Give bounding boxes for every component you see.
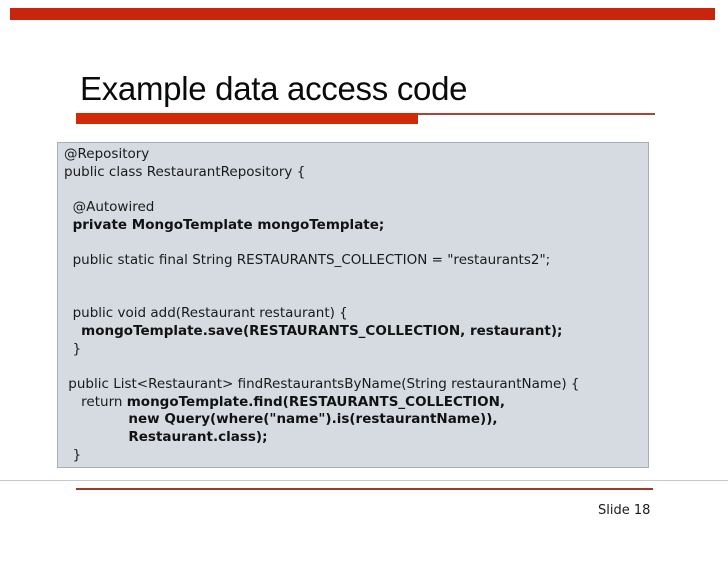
slide-number: Slide 18: [598, 503, 651, 518]
footer-divider-gray: [0, 480, 728, 481]
code-segment: [64, 429, 128, 445]
code-line: public class RestaurantRepository {: [64, 164, 644, 182]
code-segment-bold: new Query(where("name").is(restaurantNam…: [128, 411, 498, 428]
code-segment: return: [64, 393, 127, 410]
code-segment: [64, 411, 128, 427]
code-segment: public class RestaurantRepository {: [64, 163, 306, 180]
code-line: new Query(where("name").is(restaurantNam…: [64, 411, 644, 429]
code-line: @Autowired: [64, 199, 644, 217]
code-segment: [64, 217, 73, 233]
code-line: [64, 270, 644, 288]
code-segment: [64, 323, 81, 339]
code-segment-bold: private MongoTemplate mongoTemplate;: [72, 216, 385, 233]
code-line: [64, 358, 644, 376]
code-segment: public List<Restaurant> findRestaurantsB…: [64, 375, 580, 392]
code-line: @Repository: [64, 146, 644, 164]
code-line: [64, 181, 644, 199]
code-segment: @Autowired: [64, 199, 155, 216]
code-line: Restaurant.class);: [64, 429, 644, 447]
code-segment: @Repository: [64, 146, 150, 162]
code-line: public static final String RESTAURANTS_C…: [64, 252, 644, 270]
code-line: mongoTemplate.save(RESTAURANTS_COLLECTIO…: [64, 323, 644, 341]
code-segment-bold: Restaurant.class);: [128, 429, 268, 445]
code-segment: public void add(Restaurant restaurant) {: [64, 305, 348, 322]
code-line: [64, 234, 644, 252]
footer-divider-red: [76, 488, 653, 490]
code-line: }: [64, 341, 644, 359]
code-segment-bold: mongoTemplate.save(RESTAURANTS_COLLECTIO…: [81, 322, 563, 339]
slide-title: Example data access code: [80, 70, 468, 107]
code-line: [64, 288, 644, 306]
code-segment: public static final String RESTAURANTS_C…: [64, 252, 551, 269]
title-underline-line: [418, 113, 655, 115]
code-segment-bold: mongoTemplate.find(RESTAURANTS_COLLECTIO…: [126, 393, 506, 410]
code-line: }: [64, 447, 644, 465]
code-line: private MongoTemplate mongoTemplate;: [64, 217, 644, 235]
code-line: return mongoTemplate.find(RESTAURANTS_CO…: [64, 394, 644, 412]
code-segment: }: [64, 446, 82, 463]
title-underline-bar: [76, 113, 418, 124]
top-accent-bar: [10, 8, 715, 20]
code-line: public void add(Restaurant restaurant) {: [64, 305, 644, 323]
code-line: public List<Restaurant> findRestaurantsB…: [64, 376, 644, 394]
code-segment: }: [64, 340, 82, 357]
